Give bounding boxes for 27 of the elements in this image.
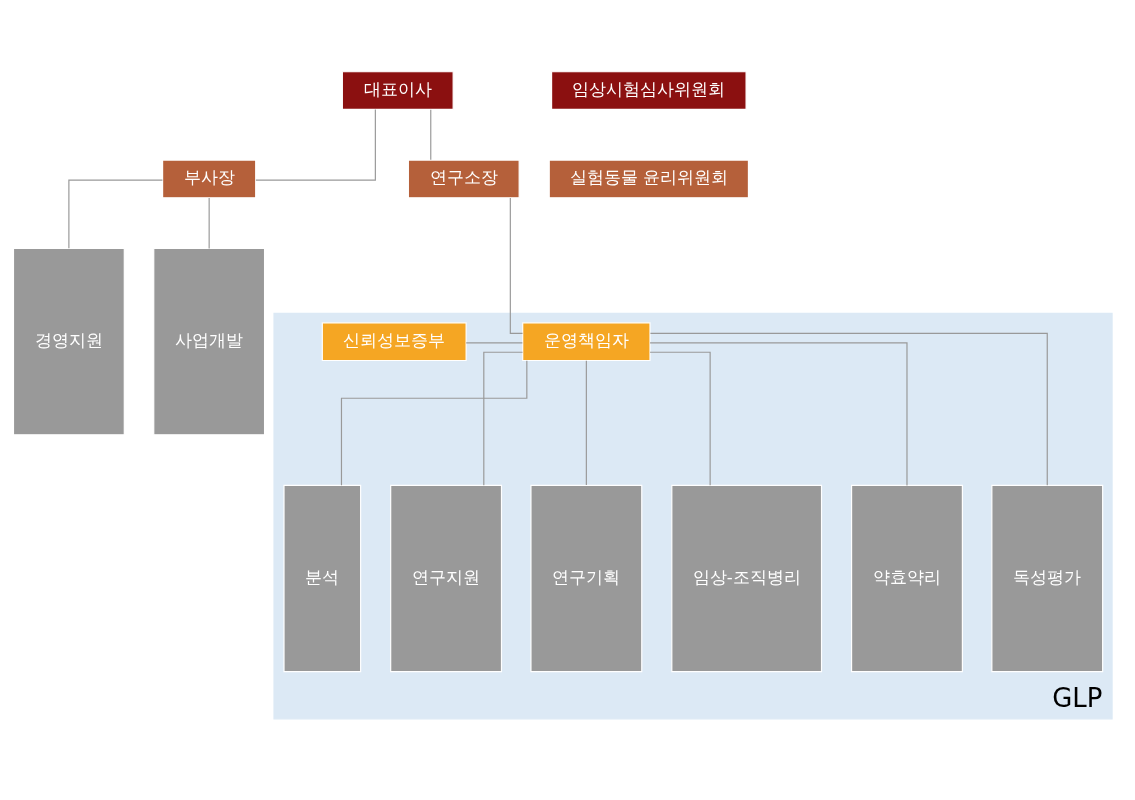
connector <box>509 197 524 334</box>
node-box: 사업개발 <box>153 247 266 436</box>
connector <box>585 360 587 486</box>
node-box: 경영지원 <box>12 247 125 436</box>
node-box: 실험동물 윤리위원회 <box>548 159 750 199</box>
connector <box>483 351 524 486</box>
connector <box>649 342 908 486</box>
connector <box>68 179 164 249</box>
node-box: 신뢰성보증부 <box>321 322 467 362</box>
connector <box>430 109 432 161</box>
node-box: 임상시험심사위원회 <box>551 71 747 111</box>
node-box: 운영책임자 <box>522 322 651 362</box>
connector <box>649 332 1048 486</box>
node-box: 분석 <box>283 484 362 673</box>
node-box: 연구지원 <box>390 484 503 673</box>
connector <box>208 197 210 250</box>
node-box: 임상-조직병리 <box>671 484 823 673</box>
node-box: 대표이사 <box>341 71 454 111</box>
connector <box>649 351 711 486</box>
node-box: 연구소장 <box>407 159 520 199</box>
connector <box>340 360 528 486</box>
node-box: 독성평가 <box>991 484 1104 673</box>
connector <box>465 342 523 344</box>
node-box: 약효약리 <box>851 484 963 673</box>
node-box: 부사장 <box>162 159 257 199</box>
node-box: 연구기획 <box>530 484 643 673</box>
connector <box>255 109 376 181</box>
